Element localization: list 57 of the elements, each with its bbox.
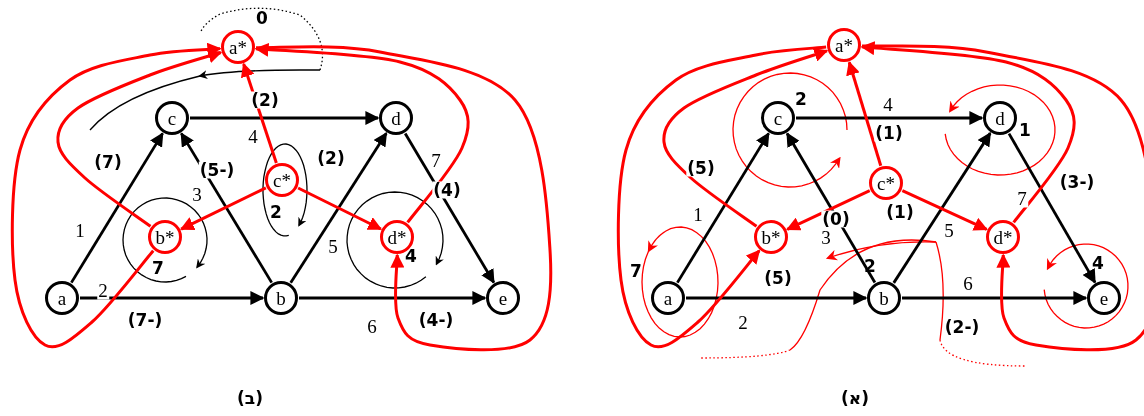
dual-arrow (861, 44, 1144, 352)
dual-arrow (662, 48, 829, 228)
vertex-name: a (57, 288, 67, 308)
panel-label: (א) (840, 389, 870, 407)
flow-label: (0) (821, 210, 851, 228)
flow-label: (1) (885, 203, 915, 221)
flow-label: (4-) (417, 311, 455, 329)
vertex-name: a (663, 288, 673, 308)
vertex-name: c* (273, 170, 291, 190)
vertex-name: d* (387, 227, 407, 247)
flow-label: (2) (316, 149, 346, 167)
dual-arrow (786, 189, 871, 231)
dual-arrow (256, 45, 553, 352)
potential-value: 2 (795, 90, 807, 108)
potential-value: 1 (1019, 121, 1031, 139)
vertex-name: a* (835, 35, 853, 55)
potential-value: 4 (405, 247, 417, 265)
dual-arrow (901, 189, 988, 231)
dual-arrow (616, 45, 827, 348)
flow-label: (3-) (1058, 173, 1096, 191)
panel-label: (ב) (236, 389, 264, 407)
potential-value: 7 (630, 262, 642, 280)
flow-label: (7-) (126, 311, 164, 329)
arrow (190, 111, 380, 125)
flow-label: (7) (93, 153, 123, 171)
potential-value: 0 (256, 9, 268, 27)
flow-label: (5) (763, 269, 793, 287)
vertex-name: d (391, 108, 401, 128)
vertex-name: d* (993, 227, 1013, 247)
arrow (686, 291, 868, 305)
vertex-name: e (1099, 288, 1109, 308)
dual-arrow (846, 60, 883, 167)
vertex-name: c* (877, 173, 895, 193)
flow-label: (5-) (198, 161, 236, 179)
vertex-name: e (498, 288, 508, 308)
flow-label: (4) (432, 181, 462, 199)
vertex-name: b (276, 288, 286, 308)
flow-label: (2-) (943, 318, 981, 336)
vertex-name: d (995, 108, 1005, 128)
vertex-name: c (167, 108, 177, 128)
arrow (902, 291, 1088, 305)
arrow (796, 111, 984, 125)
potential-value: 2 (270, 203, 282, 221)
dual-arrow (10, 42, 222, 349)
potential-value: 4 (1092, 254, 1104, 272)
flow-label: (2) (250, 91, 280, 109)
arrow (80, 291, 265, 305)
vertex-name: a* (229, 37, 247, 57)
vertex-name: b* (761, 227, 781, 247)
potential-value: 7 (152, 259, 164, 277)
vertex-name: b* (155, 227, 175, 247)
dual-arrow (56, 49, 223, 228)
vertex-name: c (773, 108, 783, 128)
flow-label: (5) (686, 159, 716, 177)
flow-label: (1) (874, 124, 904, 142)
vertex-name: b (879, 288, 889, 308)
arrow (299, 291, 487, 305)
